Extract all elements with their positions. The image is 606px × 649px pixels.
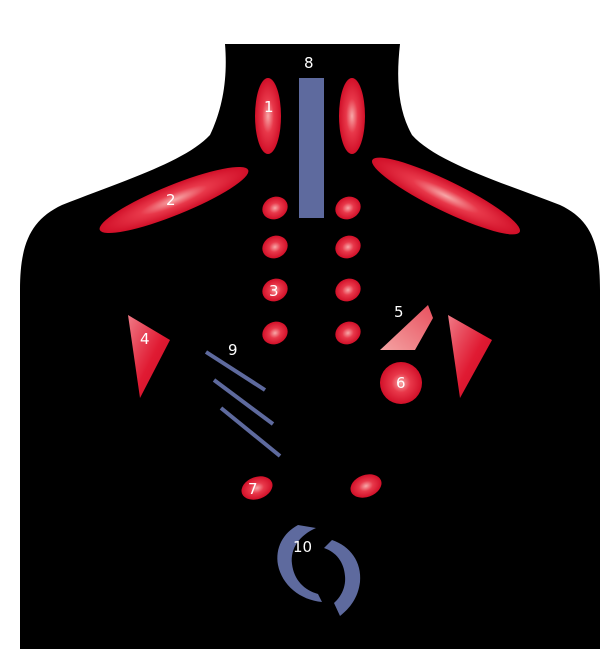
marker-1-left-neck	[255, 78, 281, 154]
label-8: 8	[304, 54, 314, 72]
marker-8-spine-bar	[299, 78, 324, 218]
label-5: 5	[394, 303, 404, 321]
label-6: 6	[396, 374, 406, 392]
label-9: 9	[228, 341, 238, 359]
label-2: 2	[166, 191, 176, 209]
label-3: 3	[269, 282, 279, 300]
label-1: 1	[264, 98, 274, 116]
label-7: 7	[248, 480, 258, 498]
marker-1-right-neck	[339, 78, 365, 154]
label-10: 10	[293, 538, 312, 556]
label-4: 4	[140, 330, 150, 348]
